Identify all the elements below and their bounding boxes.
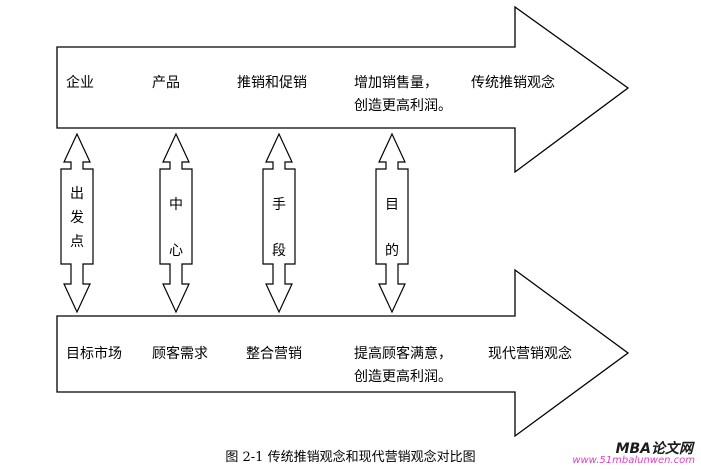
watermark-brand: MBA论文网	[615, 441, 693, 457]
connector-arrow-4	[375, 132, 409, 314]
bottom-label-customer-needs: 顾客需求	[152, 346, 208, 362]
connector-arrow-3	[262, 132, 296, 314]
connector-label-purpose: 目的	[385, 197, 399, 259]
top-label-concept: 传统推销观念	[471, 75, 555, 91]
bottom-label-target-market: 目标市场	[66, 346, 122, 362]
connector-label-means: 手段	[272, 197, 286, 259]
bottom-label-goal-sub: 创造更高利润。	[354, 369, 452, 385]
bottom-arrow-shape	[56, 268, 630, 438]
watermark-url: www.51mbalunwen.com	[572, 455, 695, 466]
top-label-goal: 增加销售量，	[354, 75, 438, 91]
connector-label-starting-point: 出发点	[70, 186, 84, 250]
top-label-promotion: 推销和促销	[237, 75, 307, 91]
top-arrow-shape	[56, 5, 630, 174]
connector-arrow-1	[60, 132, 94, 314]
figure-caption: 图 2-1 传统推销观念和现代营销观念对比图	[225, 450, 476, 465]
bottom-label-concept: 现代营销观念	[488, 346, 572, 362]
top-label-goal-sub: 创造更高利润。	[354, 98, 452, 114]
bottom-label-goal: 提高顾客满意，	[354, 346, 452, 362]
connector-label-center: 中心	[169, 197, 183, 259]
connector-arrow-2	[159, 132, 193, 314]
top-label-product: 产品	[152, 75, 180, 91]
bottom-label-integrated-marketing: 整合营销	[246, 346, 302, 362]
top-label-enterprise: 企业	[66, 75, 94, 91]
